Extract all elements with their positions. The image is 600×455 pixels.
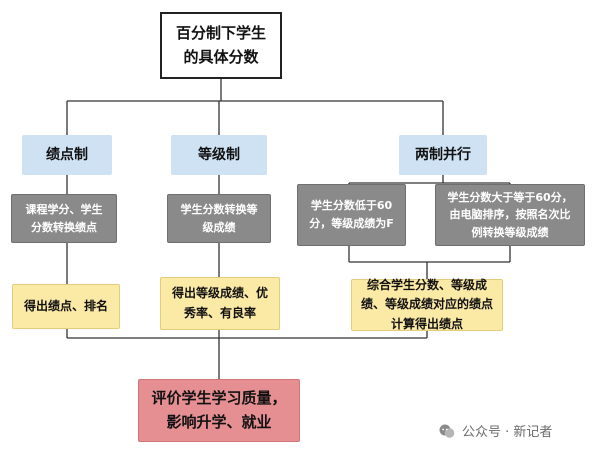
category-gpa-system: 绩点制 [22,135,112,175]
result-grade-rates: 得出等级成绩、优 秀率、有良率 [160,277,280,330]
result-combined-gpa: 综合学生分数、等级成 绩、等级成绩对应的绩点 计算得出绩点 [351,278,503,331]
watermark-text: 公众号 · 新记者 [462,425,553,440]
final-node-evaluation: 评价学生学习质量， 影响升学、就业 [138,379,300,442]
method-below-60-grade-f: 学生分数低于60 分，等级成绩为F [297,184,406,246]
watermark: 公众号 · 新记者 [438,421,552,440]
method-score-to-grade: 学生分数转换等 级成绩 [167,194,271,243]
wechat-logo-icon [439,424,455,438]
method-credit-to-gpa: 课程学分、学生 分数转换绩点 [11,194,117,243]
root-node-raw-score: 百分制下学生 的具体分数 [160,12,282,79]
category-dual-system: 两制并行 [399,135,487,175]
category-grade-system: 等级制 [171,135,267,175]
result-gpa-ranking: 得出绩点、排名 [12,284,120,329]
method-ranked-grade-conversion: 学生分数大于等于60分， 由电脑排序，按照名次比 例转换等级成绩 [435,184,585,246]
